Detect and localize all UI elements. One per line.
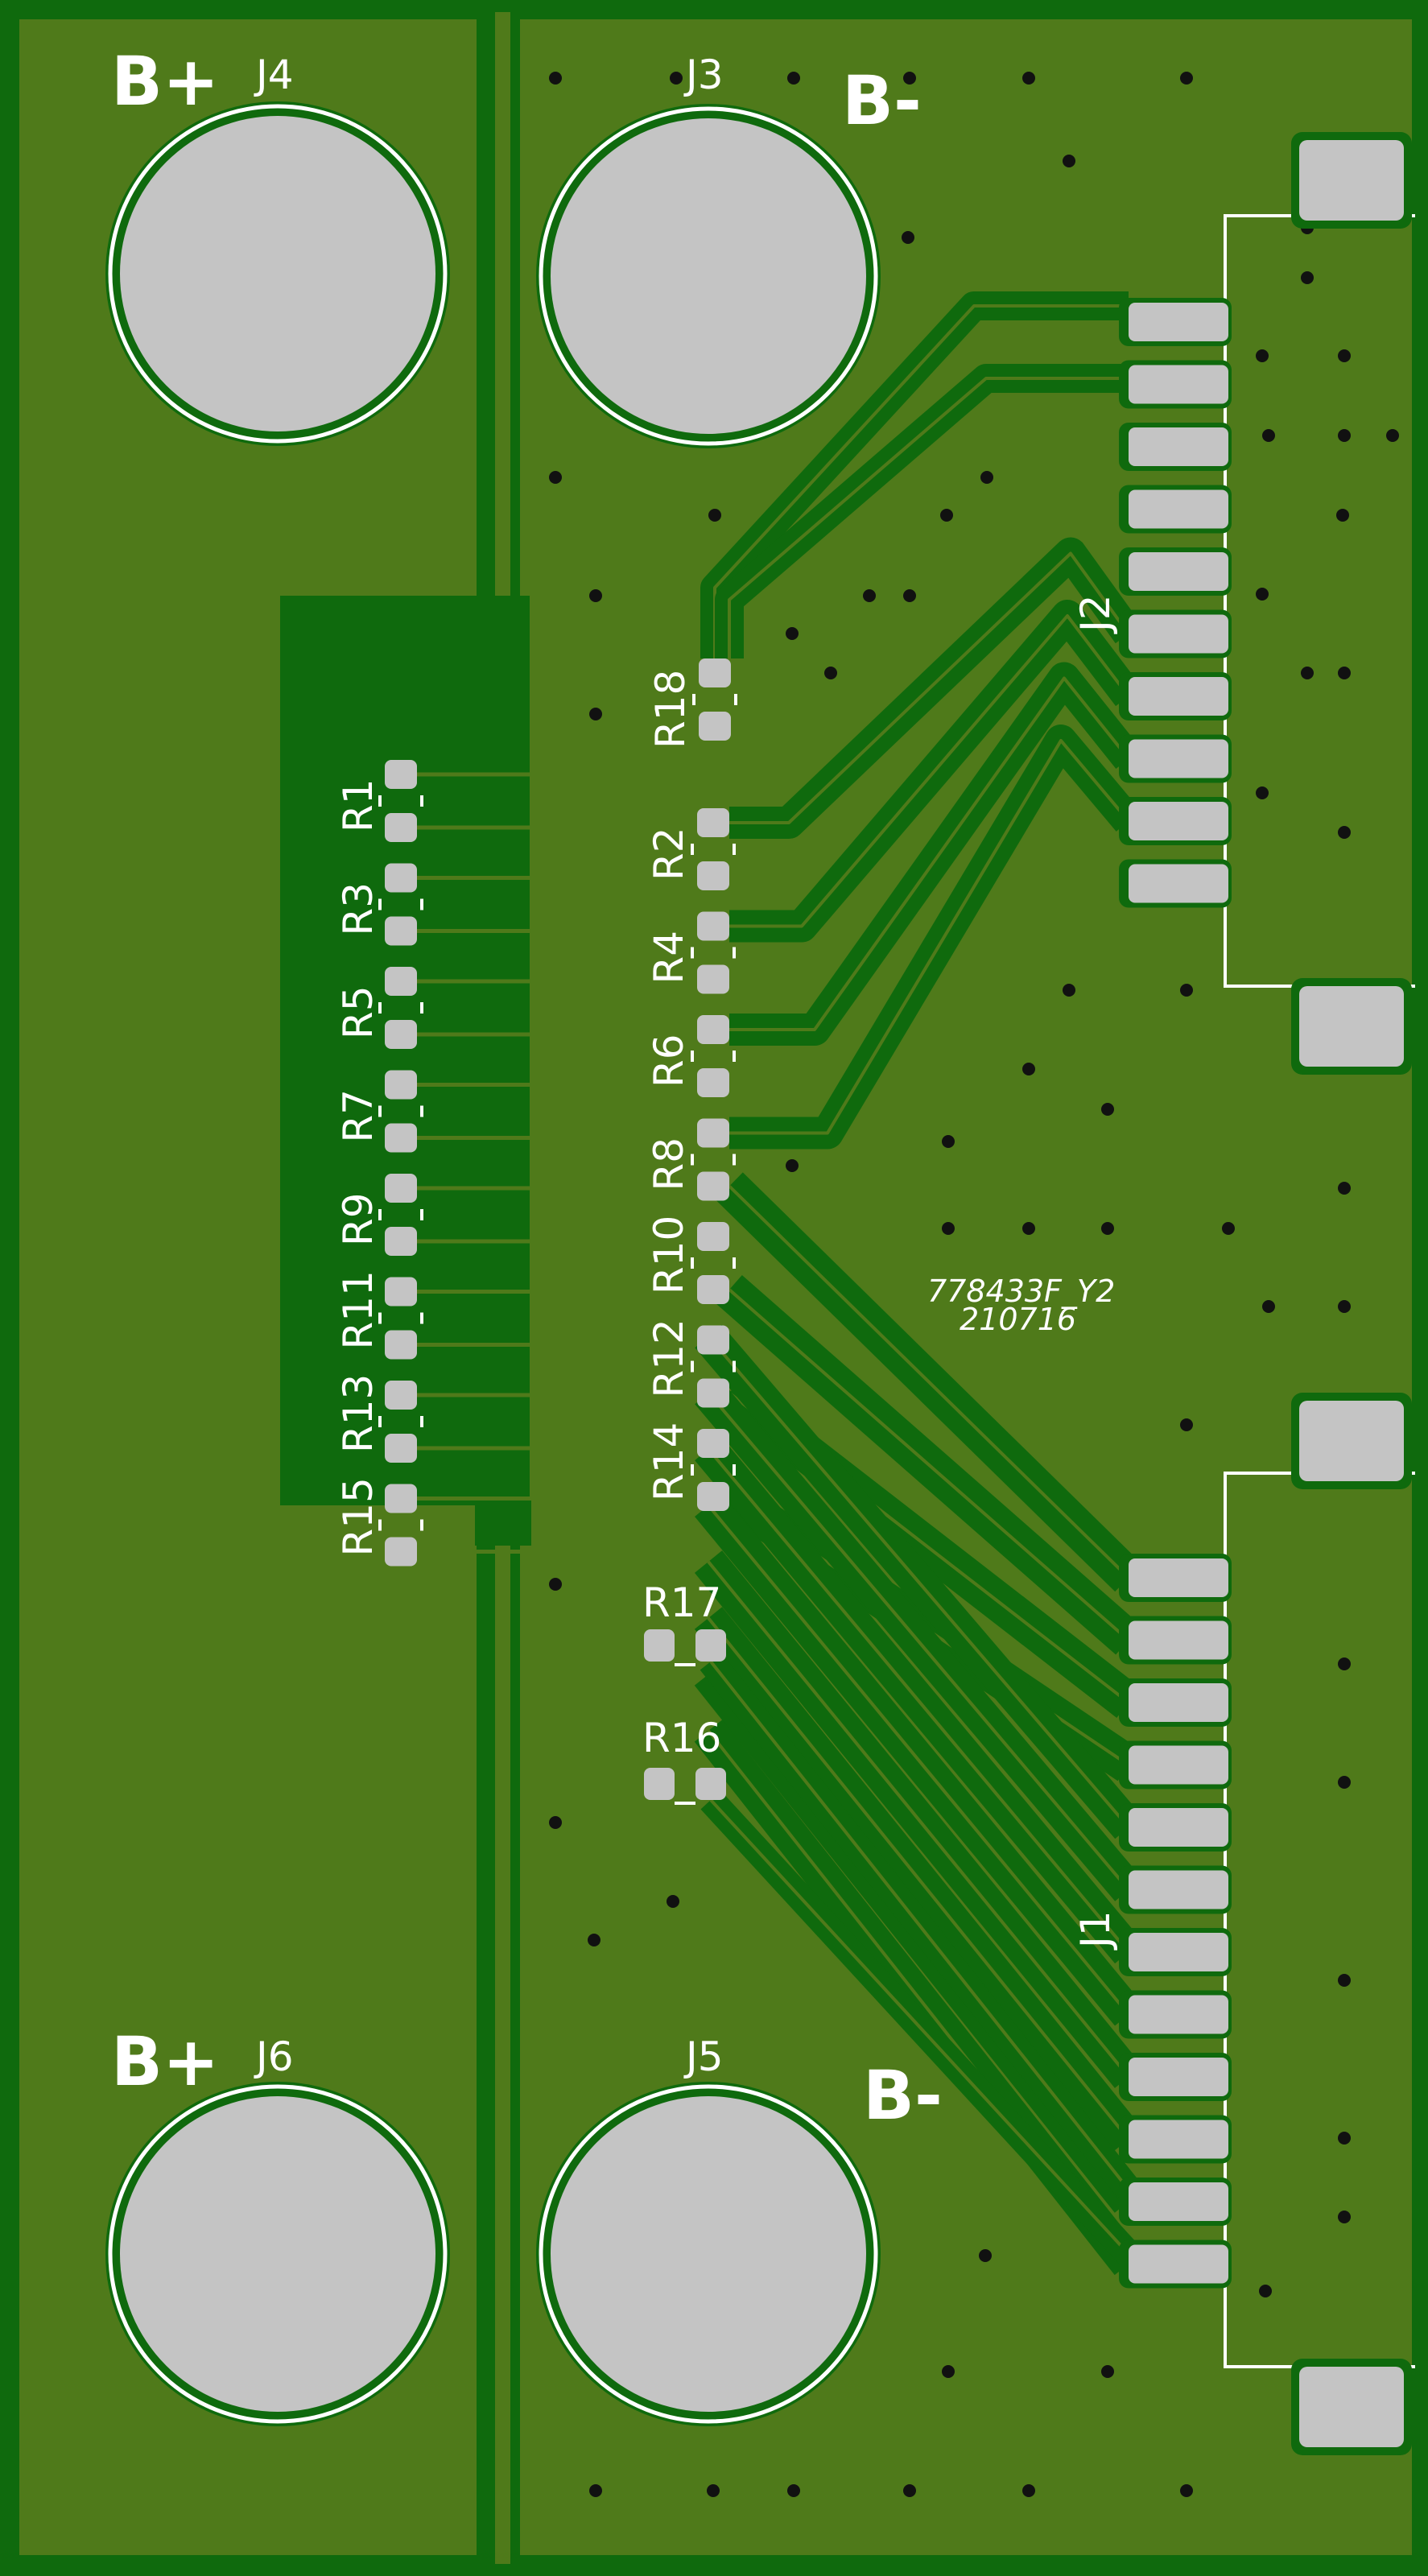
j4-label: J4 (254, 52, 294, 98)
resistor-label-r7: R7 (335, 1089, 382, 1143)
r18-label: R18 (647, 670, 694, 749)
resistor-r11[interactable] (378, 1277, 423, 1360)
resistor-column-left (378, 760, 423, 1567)
resistor-r9[interactable] (378, 1174, 423, 1256)
j2-label: J2 (1072, 594, 1119, 634)
resistor-column-right (691, 808, 736, 1511)
resistor-r15[interactable] (378, 1484, 423, 1567)
part-number: 778433F_Y2 (927, 1274, 1115, 1309)
j2-pin-7 (1119, 672, 1232, 720)
j2-pin-2 (1119, 360, 1232, 409)
connector-j1[interactable] (1119, 1393, 1415, 2455)
j1-pin-8 (1119, 1990, 1232, 2039)
j1-pin-11 (1119, 2178, 1232, 2226)
date-code: 210716 (960, 1302, 1076, 1337)
j5-label: J5 (683, 2033, 724, 2080)
resistor-r3[interactable] (378, 863, 423, 946)
resistor-array-copper (280, 596, 530, 1505)
r16-label: R16 (642, 1715, 721, 1761)
resistor-label-r11: R11 (335, 1270, 382, 1349)
j2-pin-row (1119, 298, 1232, 908)
j1-pin-5 (1119, 1803, 1232, 1852)
j2-pin-8 (1119, 734, 1232, 783)
resistor-label-r3: R3 (335, 882, 382, 936)
resistor-label-r4: R4 (646, 931, 692, 985)
resistor-label-r6: R6 (646, 1034, 692, 1088)
resistor-label-r14: R14 (646, 1422, 692, 1501)
bplus-bottom-label: B+ (111, 2022, 219, 2101)
resistor-label-r10: R10 (646, 1216, 692, 1294)
via-field (549, 72, 1399, 2497)
j2-pin-4 (1119, 485, 1232, 534)
resistor-label-r12: R12 (646, 1319, 692, 1397)
j2-pin-3 (1119, 423, 1232, 471)
j6-label: J6 (254, 2033, 294, 2080)
j1-pin-1 (1119, 1554, 1232, 1602)
j1-pin-10 (1119, 2115, 1232, 2164)
resistor-label-r2: R2 (646, 827, 692, 881)
j2-pin-6 (1119, 609, 1232, 658)
resistor-label-r15: R15 (335, 1477, 382, 1556)
resistor-r13[interactable] (378, 1381, 423, 1463)
resistor-label-r13: R13 (335, 1374, 382, 1453)
j1-pin-7 (1119, 1928, 1232, 1976)
bplus-top-label: B+ (111, 42, 219, 121)
resistor-r8[interactable] (691, 1118, 736, 1201)
j1-pin-6 (1119, 1865, 1232, 1914)
j1-pin-3 (1119, 1678, 1232, 1727)
j2-pin-5 (1119, 547, 1232, 596)
resistor-r1[interactable] (378, 760, 423, 842)
bminus-top-label: B- (842, 61, 922, 140)
resistor-r12[interactable] (691, 1325, 736, 1408)
terminal-j4[interactable] (105, 101, 450, 446)
resistor-r10[interactable] (691, 1222, 736, 1304)
resistor-label-r5: R5 (335, 985, 382, 1039)
r17-label: R17 (642, 1579, 721, 1626)
resistor-label-r8: R8 (646, 1137, 692, 1191)
connector-j2[interactable] (1119, 132, 1415, 1075)
resistor-r16[interactable] (644, 1768, 726, 1805)
j2-pin-10 (1119, 859, 1232, 908)
terminal-j6[interactable] (105, 2082, 450, 2426)
j3-label: J3 (683, 52, 724, 98)
resistor-r17[interactable] (644, 1629, 726, 1666)
j2-pin-1 (1119, 298, 1232, 346)
terminal-j3[interactable] (536, 104, 881, 448)
terminal-j5[interactable] (536, 2082, 881, 2426)
resistor-r7[interactable] (378, 1070, 423, 1153)
resistor-r4[interactable] (691, 911, 736, 994)
j2-pin-9 (1119, 797, 1232, 845)
resistor-r5[interactable] (378, 967, 423, 1049)
resistor-label-r1: R1 (335, 778, 382, 832)
j1-pin-9 (1119, 2053, 1232, 2101)
resistor-r6[interactable] (691, 1015, 736, 1097)
j1-pin-12 (1119, 2240, 1232, 2289)
resistor-label-r9: R9 (335, 1192, 382, 1246)
signal-traces (401, 291, 1143, 2276)
resistor-r18[interactable] (692, 658, 737, 741)
bminus-bottom-label: B- (863, 2056, 943, 2135)
resistor-array-copper-lower (475, 1497, 531, 1546)
resistor-r14[interactable] (691, 1429, 736, 1511)
j1-pin-2 (1119, 1616, 1232, 1665)
j1-pin-row (1119, 1554, 1232, 2289)
j1-pin-4 (1119, 1740, 1232, 1790)
resistor-r2[interactable] (691, 808, 736, 890)
j1-label: J1 (1072, 1910, 1119, 1951)
